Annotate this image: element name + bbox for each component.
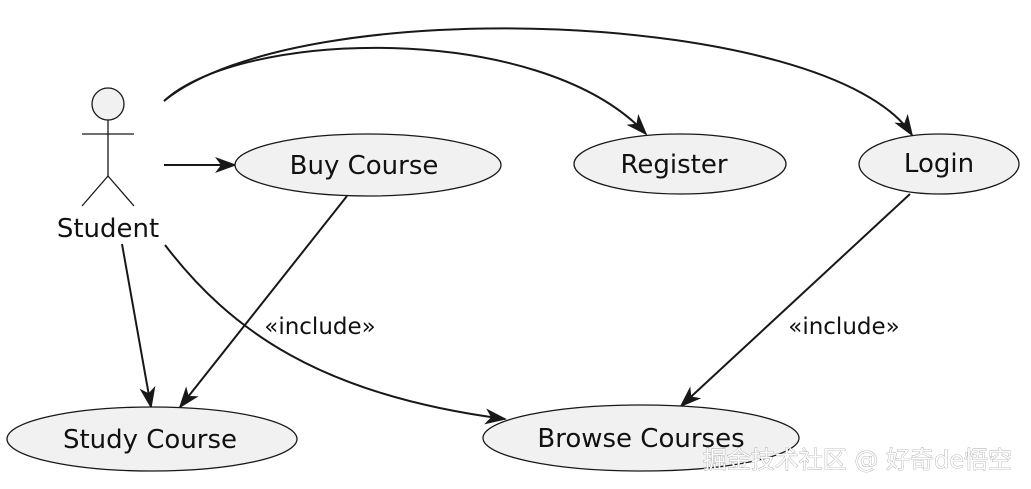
usecase-login-label: Login xyxy=(904,149,974,179)
actor-head-icon xyxy=(91,87,125,121)
watermark-text: 掘金技术社区 @ 好奇de悟空 xyxy=(703,446,1012,474)
actor-student: Student xyxy=(57,87,159,244)
relations xyxy=(121,27,914,425)
edge-student-browse-courses xyxy=(164,244,507,425)
include-label-buy-study: «include» xyxy=(264,314,375,340)
edge-student-login xyxy=(163,27,914,137)
edge-buy-course-include-study-course xyxy=(178,195,348,409)
usecase-buy-course-label: Buy Course xyxy=(290,151,439,181)
edge-student-study-course xyxy=(121,243,156,409)
usecase-register: Register xyxy=(573,133,787,195)
edge-student-register xyxy=(163,46,648,136)
usecase-browse-courses-label: Browse Courses xyxy=(537,424,744,454)
actor-left-leg xyxy=(81,175,109,207)
usecase-register-label: Register xyxy=(620,150,727,180)
include-label-login-browse: «include» xyxy=(788,314,899,340)
actor-label: Student xyxy=(57,214,159,244)
usecase-study-course: Study Course xyxy=(6,406,298,472)
usecase-buy-course: Buy Course xyxy=(234,133,502,197)
usecase-browse-courses: Browse Courses xyxy=(482,404,800,472)
actor-right-leg xyxy=(107,175,135,207)
edge-login-include-browse-courses xyxy=(679,193,911,408)
usecase-study-course-label: Study Course xyxy=(63,425,237,455)
usecase-login: Login xyxy=(858,133,1020,195)
